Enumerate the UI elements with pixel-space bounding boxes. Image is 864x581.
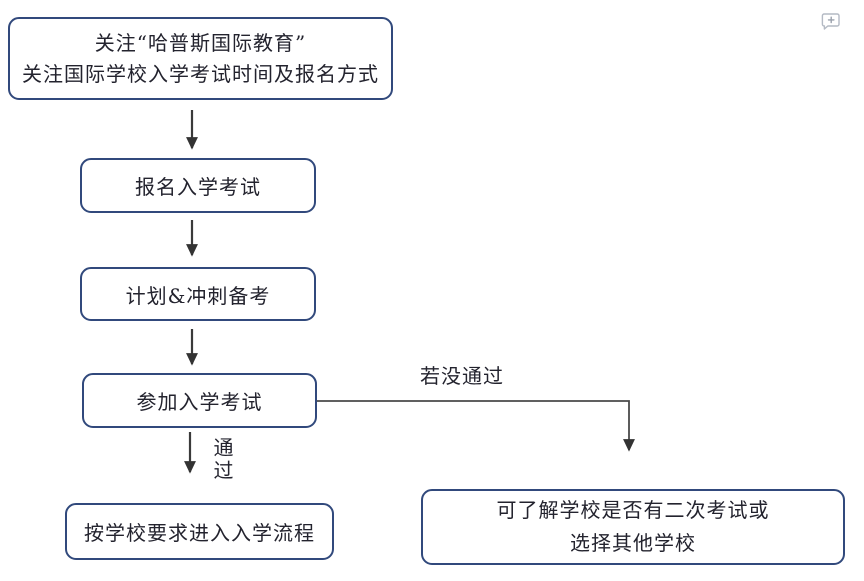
node-text-line: 选择其他学校: [570, 531, 696, 555]
node-text-line: 报名入学考试: [135, 175, 261, 199]
node-text-line: 可了解学校是否有二次考试或: [496, 498, 770, 522]
pass-edge-label: 通过: [210, 437, 234, 483]
flow-node-enrollment-process: 按学校要求进入入学流程: [65, 503, 334, 560]
add-comment-icon[interactable]: [820, 10, 842, 32]
flow-node-signup-exam: 报名入学考试: [80, 158, 316, 213]
comment-bubble-glyph: [821, 13, 840, 30]
flow-node-second-exam-or-other-school: 可了解学校是否有二次考试或 选择其他学校: [421, 489, 845, 565]
fail-edge-label: 若没通过: [420, 364, 504, 388]
arrow-exam-to-retry-fail: [317, 400, 635, 452]
node-text-line: 按学校要求进入入学流程: [84, 521, 315, 545]
node-text-line: 关注国际学校入学考试时间及报名方式: [22, 61, 379, 86]
flow-node-take-exam: 参加入学考试: [82, 373, 317, 428]
node-text-line: 参加入学考试: [136, 390, 263, 414]
flow-node-plan-prepare: 计划&冲刺备考: [80, 267, 316, 321]
node-text-line: 计划&冲刺备考: [125, 283, 271, 308]
node-text-line: 关注“哈普斯国际教育”: [94, 30, 307, 55]
flow-node-follow-account: 关注“哈普斯国际教育” 关注国际学校入学考试时间及报名方式: [8, 17, 393, 100]
